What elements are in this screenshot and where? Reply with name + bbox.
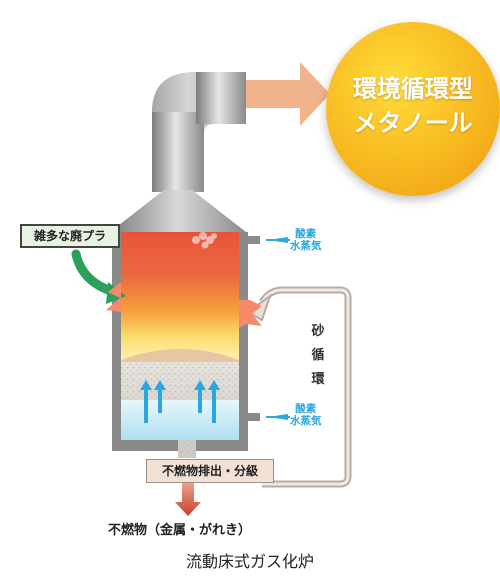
sand-loop-label: 砂 循 環 [309, 320, 327, 392]
gas-flow-arrows [140, 380, 220, 423]
sand-loop-char-2: 循 [311, 348, 325, 363]
furnace-hood [110, 190, 246, 232]
flame-right [239, 300, 262, 328]
flame-left [106, 282, 121, 312]
smoke-icon [192, 232, 217, 249]
output-arrow [175, 482, 201, 516]
injection-nozzle-lower [248, 413, 290, 421]
water-layer [121, 400, 239, 440]
injection-upper-line2: 水蒸気 [290, 240, 322, 252]
injection-nozzle-upper [248, 236, 290, 244]
product-label: 環境循環型 メタノール [326, 72, 500, 140]
injection-label-lower: 酸素 水蒸気 [290, 403, 322, 427]
product-label-line1: 環境循環型 [353, 75, 473, 103]
product-arrow [246, 62, 330, 126]
diagram-caption: 流動床式ガス化炉 [185, 552, 314, 571]
injection-lower-line1: 酸素 [295, 403, 317, 415]
product-label-line2: メタノール [353, 109, 473, 137]
combustion-zone [121, 232, 239, 360]
injection-label-upper: 酸素 水蒸気 [290, 228, 322, 252]
sand-loop-char-3: 環 [311, 372, 325, 387]
sand-loop-pipe [259, 286, 352, 488]
product-badge [326, 22, 500, 196]
sand-loop-char-1: 砂 [311, 324, 325, 339]
sorting-label: 不燃物排出・分級 [146, 459, 274, 483]
furnace-left-wall [112, 232, 121, 451]
exhaust-pipe [152, 72, 246, 192]
output-label: 不燃物（金属・がれき） [108, 523, 252, 538]
input-label: 雑多な廃プラ [20, 224, 120, 248]
injection-upper-line1: 酸素 [295, 228, 317, 240]
furnace-right-wall [239, 232, 248, 451]
injection-lower-line2: 水蒸気 [290, 415, 322, 427]
